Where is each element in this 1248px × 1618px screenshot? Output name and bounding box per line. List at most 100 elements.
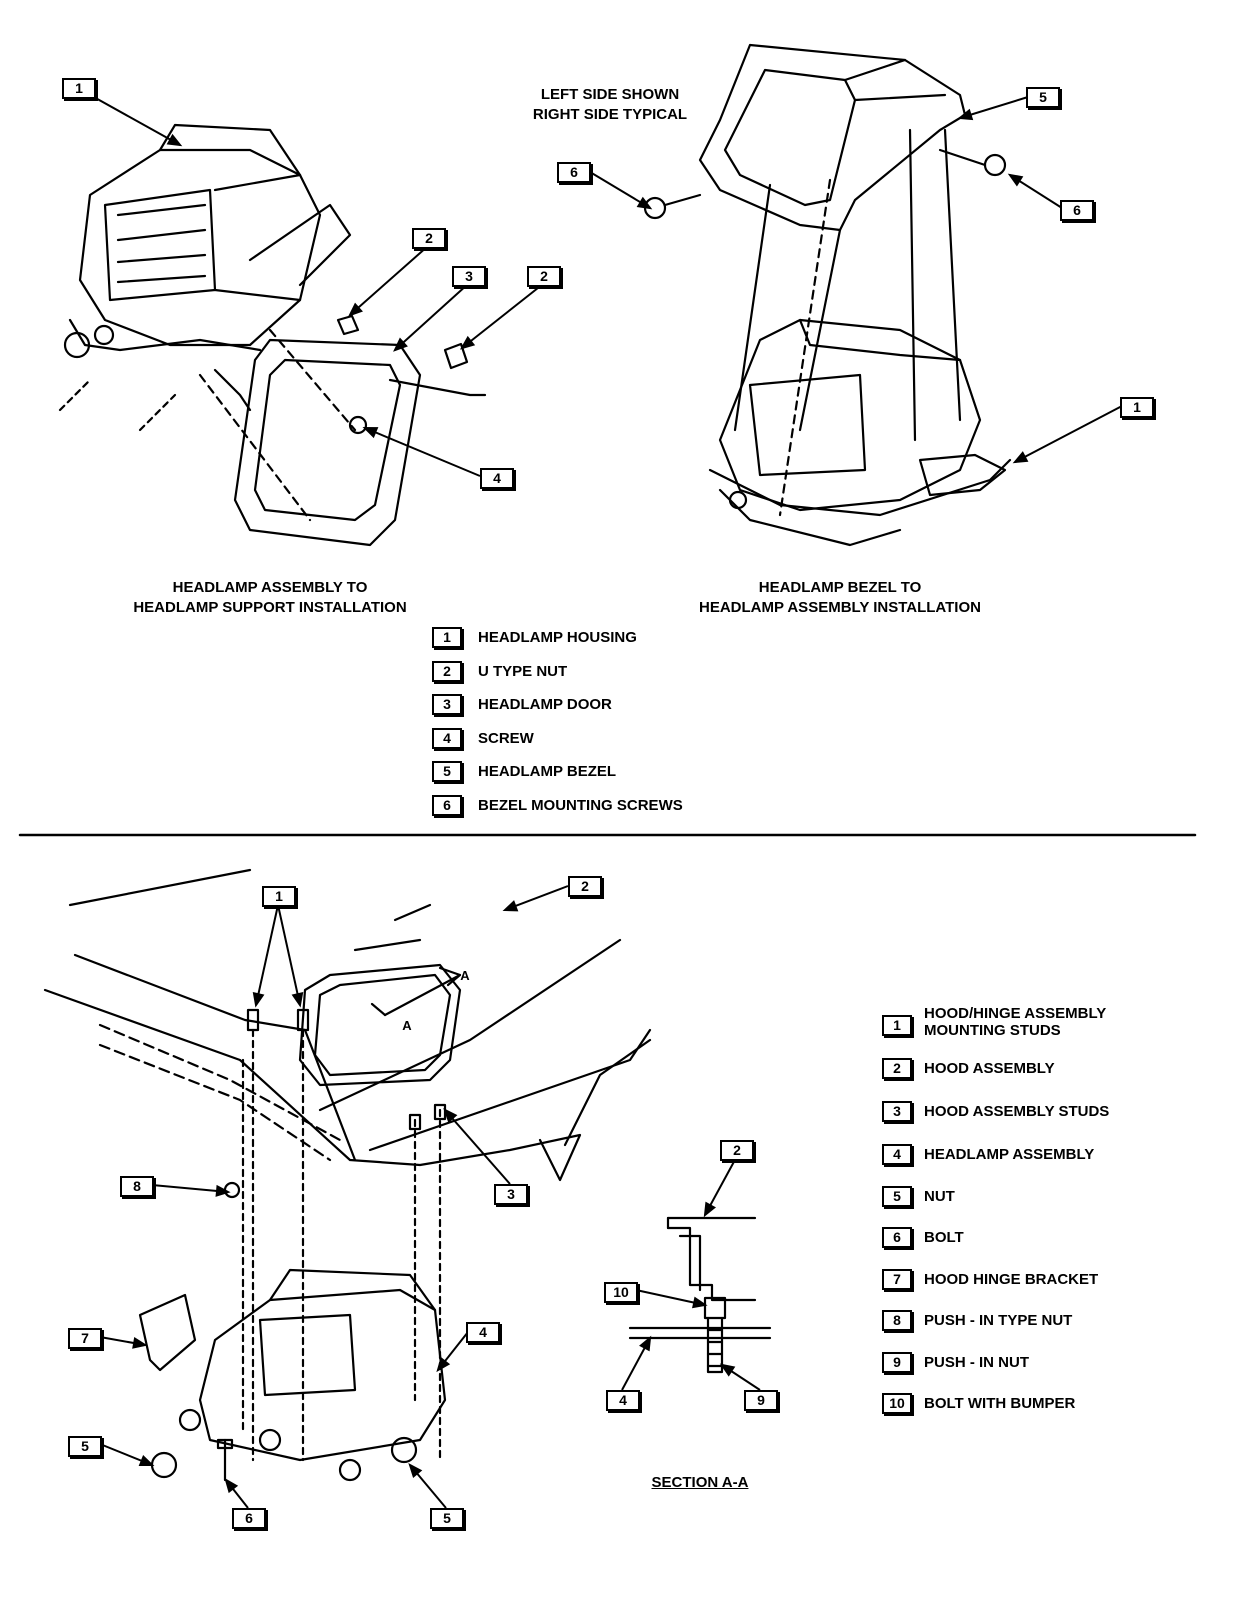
callout: 3 (452, 266, 486, 287)
callout: 1 (62, 78, 96, 99)
legend-number: 6 (432, 795, 462, 816)
legend-item: 4 HEADLAMP ASSEMBLY (882, 1144, 1094, 1165)
legend-label: SCREW (478, 730, 534, 747)
section-title: SECTION A-A (651, 1474, 749, 1491)
leader-line (461, 283, 544, 349)
callout: 6 (557, 162, 591, 183)
leader-line (1014, 405, 1123, 463)
headlamp-bezel-right-drawing (643, 43, 1012, 547)
legend-label: HOOD ASSEMBLY (924, 1060, 1055, 1077)
leader-line (349, 245, 429, 316)
legend-number: 6 (882, 1227, 912, 1248)
leader-arrowhead (636, 196, 653, 210)
legend-label: BOLT WITH BUMPER (924, 1395, 1076, 1412)
section-mark: A (402, 1018, 412, 1033)
leader-arrowhead (224, 1477, 239, 1494)
leader-line (444, 1109, 511, 1185)
callout: 4 (480, 468, 514, 489)
legend-item: 9 PUSH - IN NUT (882, 1352, 1029, 1373)
leader-arrowhead (502, 900, 519, 912)
headlamp-assembly-left-drawing (58, 123, 487, 547)
callout: 2 (568, 876, 602, 897)
legend-item: 1 HEADLAMP HOUSING (432, 627, 637, 648)
legend-label: PUSH - IN NUT (924, 1354, 1029, 1371)
legend-number: 2 (882, 1058, 912, 1079)
legend-item: 5 HEADLAMP BEZEL (432, 761, 616, 782)
legend-number: 9 (882, 1352, 912, 1373)
legend-item: 1 HOOD/HINGE ASSEMBLY MOUNTING STUDS (882, 1005, 1144, 1039)
leader-line (91, 95, 181, 146)
legend-item: 3 HEADLAMP DOOR (432, 694, 612, 715)
callout: 1 (1120, 397, 1154, 418)
callout: 3 (494, 1184, 528, 1205)
legend-item: 7 HOOD HINGE BRACKET (882, 1269, 1098, 1290)
leader-arrowhead (1012, 451, 1029, 464)
legend-number: 4 (432, 728, 462, 749)
note-line-2: RIGHT SIDE TYPICAL (532, 106, 688, 123)
legend-number: 5 (432, 761, 462, 782)
legend-label: HEADLAMP BEZEL (478, 763, 617, 780)
legend-label: PUSH - IN TYPE NUT (924, 1312, 1073, 1329)
right-caption-line-2: HEADLAMP ASSEMBLY INSTALLATION (699, 599, 981, 616)
legend-item: 10 BOLT WITH BUMPER (882, 1393, 1075, 1414)
legend-item: 6 BOLT (882, 1227, 964, 1248)
section-a-a-drawing (628, 1216, 772, 1374)
leader-arrowhead (692, 1296, 708, 1309)
legend-number: 10 (882, 1393, 912, 1414)
view-note: LEFT SIDE SHOWN RIGHT SIDE TYPICAL (510, 85, 710, 125)
legend-number: 8 (882, 1310, 912, 1331)
leader-arrowhead (719, 1363, 736, 1377)
note-line-1: LEFT SIDE SHOWN (540, 86, 680, 103)
legend-number: 7 (882, 1269, 912, 1290)
legend-number: 3 (432, 694, 462, 715)
leader-arrowhead (348, 302, 363, 317)
callout: 6 (1060, 200, 1094, 221)
callout: 10 (604, 1282, 638, 1303)
right-caption-line-1: HEADLAMP BEZEL TO (758, 579, 922, 596)
leader-arrowhead (1007, 173, 1024, 187)
section-mark: A (460, 968, 470, 983)
legend-item: 4 SCREW (432, 728, 534, 749)
callout: 1 (262, 886, 296, 907)
callout: 4 (466, 1322, 500, 1343)
leader-arrowhead (166, 133, 183, 147)
callout: 2 (412, 228, 446, 249)
legend-number: 1 (432, 627, 462, 648)
legend-label: BOLT (924, 1229, 964, 1246)
legend-item: 6 BEZEL MOUNTING SCREWS (432, 795, 683, 816)
legend-label: HEADLAMP HOUSING (478, 629, 637, 646)
callout: 4 (606, 1390, 640, 1411)
callout: 6 (232, 1508, 266, 1529)
leader-line (277, 904, 301, 1006)
legend-number: 2 (432, 661, 462, 682)
legend-number: 4 (882, 1144, 912, 1165)
callout: 2 (527, 266, 561, 287)
leader-arrowhead (703, 1201, 716, 1218)
legend-item: 2 U TYPE NUT (432, 661, 567, 682)
left-view-caption: HEADLAMP ASSEMBLY TO HEADLAMP SUPPORT IN… (90, 578, 450, 618)
leader-arrowhead (252, 991, 265, 1008)
legend-item: 2 HOOD ASSEMBLY (882, 1058, 1055, 1079)
legend-number: 5 (882, 1186, 912, 1207)
legend-label: HOOD/HINGE ASSEMBLY MOUNTING STUDS (924, 1005, 1106, 1039)
leader-line (255, 904, 279, 1006)
leader-arrowhead (408, 1462, 423, 1479)
leader-arrowhead (362, 426, 379, 439)
legend-label: HOOD ASSEMBLY STUDS (924, 1103, 1110, 1120)
leader-arrowhead (393, 337, 408, 352)
legend-number: 3 (882, 1101, 912, 1122)
callout: 2 (720, 1140, 754, 1161)
leader-arrowhead (291, 991, 304, 1008)
callout: 9 (744, 1390, 778, 1411)
leader-arrowhead (132, 1337, 148, 1349)
callout: 8 (120, 1176, 154, 1197)
legend-item: 8 PUSH - IN TYPE NUT (882, 1310, 1072, 1331)
legend-label: HOOD HINGE BRACKET (924, 1271, 1099, 1288)
hood-assembly-drawing (43, 868, 652, 1482)
callout: 5 (1026, 87, 1060, 108)
leader-arrowhead (436, 1356, 451, 1373)
leader-arrowhead (138, 1454, 155, 1467)
leader-line (151, 1184, 229, 1193)
